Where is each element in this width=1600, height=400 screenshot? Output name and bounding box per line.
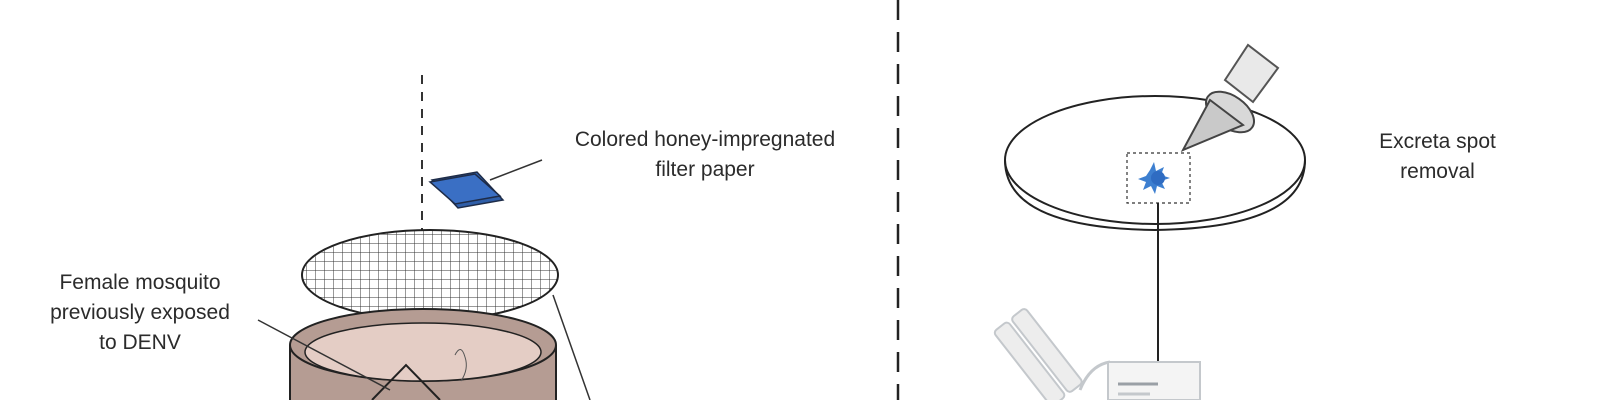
tube-icon: [993, 308, 1201, 400]
lid-leader: [552, 294, 591, 400]
filter-paper-leader: [489, 159, 543, 181]
mosquito-label: Female mosquito previously exposed to DE…: [50, 271, 230, 354]
scalpel-icon: [1180, 43, 1280, 153]
filter-paper-label: Colored honey-impregnated filter paper: [574, 128, 836, 181]
cup-icon: [289, 308, 557, 400]
filter-disc-icon: [1004, 95, 1306, 232]
filter-paper-icon: [428, 171, 505, 209]
excreta-label: Excreta spot removal: [1379, 130, 1496, 183]
mosquito-leader: [257, 319, 391, 391]
